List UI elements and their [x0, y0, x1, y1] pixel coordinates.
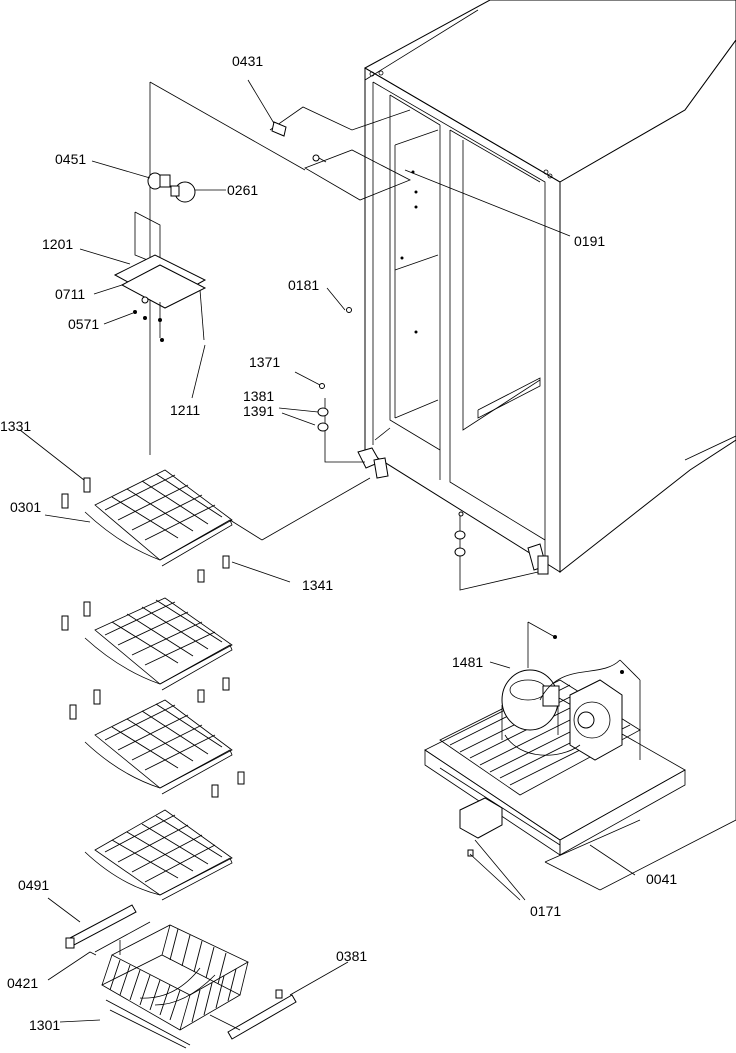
- leader-lines: [149, 79, 736, 891]
- callout-0571: 0571: [68, 316, 99, 332]
- callout-1211: 1211: [170, 402, 200, 418]
- callout-0711: 0711: [55, 286, 85, 302]
- wire-shelf-2: [61, 597, 233, 703]
- callout-0381: 0381: [336, 948, 367, 964]
- callout-0261: 0261: [227, 182, 258, 198]
- callout-0451: 0451: [55, 151, 86, 167]
- callout-0421: 0421: [7, 975, 38, 991]
- refrigerator-cabinet: [304, 0, 736, 575]
- callout-1331: 1331: [0, 418, 31, 434]
- screws-and-clips: [271, 121, 466, 557]
- callout-0041: 0041: [646, 871, 677, 887]
- callout-0431: 0431: [232, 53, 263, 69]
- callout-1481: 1481: [452, 654, 483, 670]
- wire-shelf-4: [84, 809, 233, 901]
- callout-0491: 0491: [18, 877, 49, 893]
- callout-1301: 1301: [29, 1017, 60, 1033]
- callout-1201: 1201: [42, 236, 73, 252]
- callout-1341: 1341: [302, 577, 333, 593]
- callout-1381: 1381: [243, 388, 274, 404]
- wire-shelf-1: [19, 429, 291, 583]
- wire-shelf-3: [69, 689, 245, 798]
- callout-0301: 0301: [10, 499, 41, 515]
- freezer-basket: [47, 897, 349, 1049]
- callout-0171: 0171: [530, 903, 561, 919]
- callout-1391: 1391: [243, 403, 274, 419]
- callout-0191: 0191: [574, 233, 605, 249]
- light-assembly: [79, 160, 226, 399]
- machine-compartment: [424, 621, 686, 901]
- callout-labels: 0431 0451 0261 0191 1201 0711 0181 0571 …: [0, 53, 677, 1033]
- callout-0181: 0181: [288, 277, 319, 293]
- callout-1371: 1371: [249, 354, 280, 370]
